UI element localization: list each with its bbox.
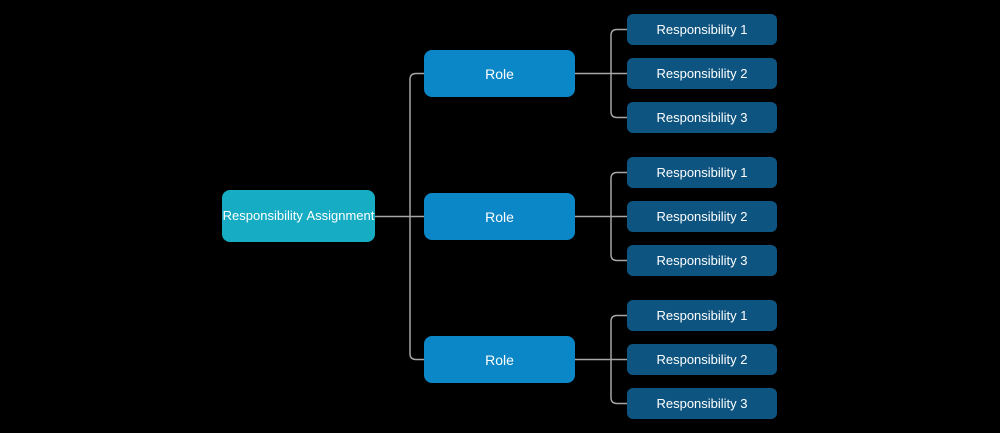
connector-root-to-roles — [374, 72, 424, 361]
responsibility-node-3-1: Responsibility 1 — [627, 300, 777, 331]
responsibility-node-label: Responsibility 3 — [656, 253, 748, 268]
responsibility-node-1-1: Responsibility 1 — [627, 14, 777, 45]
responsibility-node-label: Responsibility 2 — [656, 209, 748, 224]
role-node-label: Role — [485, 351, 514, 368]
responsibility-node-3-3: Responsibility 3 — [627, 388, 777, 419]
root-node-responsibility-assignment: Responsibility Assignment — [222, 190, 375, 242]
responsibility-node-3-2: Responsibility 2 — [627, 344, 777, 375]
role-node-label: Role — [485, 208, 514, 225]
responsibility-node-label: Responsibility 2 — [656, 66, 748, 81]
responsibility-node-1-2: Responsibility 2 — [627, 58, 777, 89]
responsibility-node-label: Responsibility 3 — [656, 396, 748, 411]
responsibility-node-label: Responsibility 1 — [656, 165, 748, 180]
connector-role3-to-responsibilities — [575, 314, 627, 405]
responsibility-node-2-1: Responsibility 1 — [627, 157, 777, 188]
role-node-3: Role — [424, 336, 575, 383]
responsibility-node-label: Responsibility 1 — [656, 308, 748, 323]
responsibility-node-label: Responsibility 2 — [656, 352, 748, 367]
connector-role2-to-responsibilities — [575, 171, 627, 262]
role-node-label: Role — [485, 65, 514, 82]
root-node-label: Responsibility Assignment — [222, 207, 375, 223]
responsibility-node-2-3: Responsibility 3 — [627, 245, 777, 276]
connector-role1-to-responsibilities — [575, 28, 627, 119]
responsibility-node-label: Responsibility 3 — [656, 110, 748, 125]
role-node-2: Role — [424, 193, 575, 240]
responsibility-node-label: Responsibility 1 — [656, 22, 748, 37]
responsibility-node-2-2: Responsibility 2 — [627, 201, 777, 232]
responsibility-node-1-3: Responsibility 3 — [627, 102, 777, 133]
role-node-1: Role — [424, 50, 575, 97]
